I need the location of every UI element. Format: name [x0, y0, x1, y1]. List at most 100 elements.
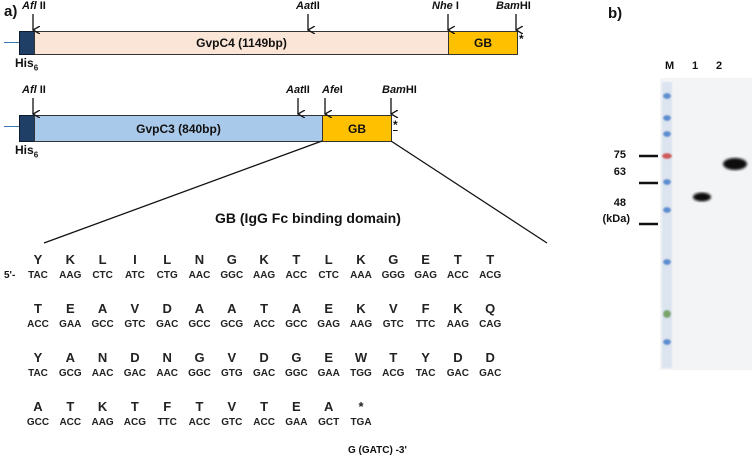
stop-star: * [393, 118, 398, 132]
vector-line [4, 126, 20, 127]
codon: GGG [381, 270, 405, 281]
codon: ACC [447, 270, 469, 281]
amino-acid: F [421, 301, 430, 316]
amino-acid: L [98, 252, 107, 267]
amino-acid: I [133, 252, 137, 267]
amino-acid: Q [485, 301, 496, 316]
site-afei: AfeI [322, 84, 343, 96]
panel-a-label: a) [4, 3, 18, 20]
codon: GAG [414, 270, 437, 281]
amino-acid: G [291, 350, 302, 365]
codon: AAG [252, 270, 276, 281]
amino-acid: T [389, 350, 398, 365]
codon: AAG [91, 417, 114, 428]
blot-membrane [660, 78, 752, 370]
lane-label-m: M [665, 60, 675, 72]
codon: GTC [221, 417, 243, 428]
amino-acid: D [453, 350, 463, 365]
amino-acid: D [259, 350, 269, 365]
codon: TTC [157, 417, 177, 428]
amino-acid: D [162, 301, 172, 316]
western-blot [639, 78, 752, 370]
amino-acid: T [260, 399, 269, 414]
amino-acid: T [292, 252, 301, 267]
site-bamhi: BamHI [382, 84, 417, 96]
amino-acid: Y [33, 350, 43, 365]
amino-acid: A [291, 301, 302, 316]
amino-acid: T [195, 399, 204, 414]
amino-acid: Y [33, 252, 43, 267]
amino-acid: W [354, 350, 368, 365]
codon: GCC [188, 319, 211, 330]
codon: GGC [285, 368, 308, 379]
codon: ATC [124, 270, 145, 281]
codon: GCG [58, 368, 82, 379]
band-lane-1 [693, 192, 711, 202]
marker-48-label: 48 [613, 197, 626, 209]
his-label: His6 [15, 143, 39, 160]
amino-acid: V [227, 399, 237, 414]
band-lane-2 [723, 158, 747, 170]
site-aflii: Afl II [22, 84, 46, 96]
amino-acid: K [97, 399, 108, 414]
amino-acid: D [485, 350, 495, 365]
codon: GAG [317, 319, 341, 330]
amino-acid: T [66, 399, 75, 414]
amino-acid: N [162, 350, 172, 365]
codon: CAG [479, 319, 502, 330]
amino-acid: L [324, 252, 333, 267]
gb-box: GB [322, 115, 392, 142]
site-aatii: AatII [296, 0, 320, 12]
marker-63-label: 63 [613, 166, 626, 178]
codon: GAC [123, 368, 146, 379]
gb-label: GB [474, 36, 492, 50]
codon: GTC [124, 319, 146, 330]
amino-acid: L [163, 252, 172, 267]
codon: AAC [188, 270, 211, 281]
amino-acid: K [259, 252, 269, 267]
amino-acid: K [65, 252, 75, 267]
codon: TAC [415, 368, 436, 379]
codon: GCG [220, 319, 244, 330]
amino-acid: E [324, 301, 334, 316]
amino-acid: A [33, 399, 43, 414]
amino-acid: E [65, 301, 75, 316]
amino-acid: A [323, 399, 334, 414]
codon: CTC [318, 270, 339, 281]
amino-acid: A [65, 350, 75, 365]
site-nhei: Nhe I [432, 0, 459, 12]
codon: GAC [252, 368, 276, 379]
codon: GAC [156, 319, 179, 330]
codon: GAA [317, 368, 340, 379]
amino-acid: * [358, 399, 364, 414]
codon: GAC [446, 368, 469, 379]
codon: GCC [91, 319, 114, 330]
gvpc3-label: GvpC3 (840bp) [136, 121, 221, 136]
amino-acid: E [292, 399, 301, 414]
codon: AAG [349, 319, 373, 330]
amino-acid: K [453, 301, 463, 316]
amino-acid: A [97, 301, 108, 316]
gb-label: GB [348, 121, 366, 136]
codon: ACC [59, 417, 82, 428]
codon: AAG [59, 270, 82, 281]
codon: ACG [123, 417, 146, 428]
codon: GTC [382, 319, 404, 330]
amino-acid: G [226, 252, 237, 267]
codon: CTC [92, 270, 113, 281]
codon: ACC [27, 319, 49, 330]
codon: TTC [415, 319, 436, 330]
codon: AAC [91, 368, 114, 379]
codon: ACC [253, 319, 275, 330]
codon: GTG [220, 368, 243, 379]
sequence-title: GB (IgG Fc binding domain) [215, 210, 401, 226]
codon: GAA [285, 417, 308, 428]
amino-acid: T [486, 252, 495, 267]
amino-acid: D [130, 350, 140, 365]
amino-acid: V [388, 301, 398, 316]
codon: TAC [28, 270, 48, 281]
vector-line [4, 42, 20, 43]
amino-acid: E [421, 252, 430, 267]
gvpc4-label: GvpC4 (1149bp) [196, 36, 287, 50]
